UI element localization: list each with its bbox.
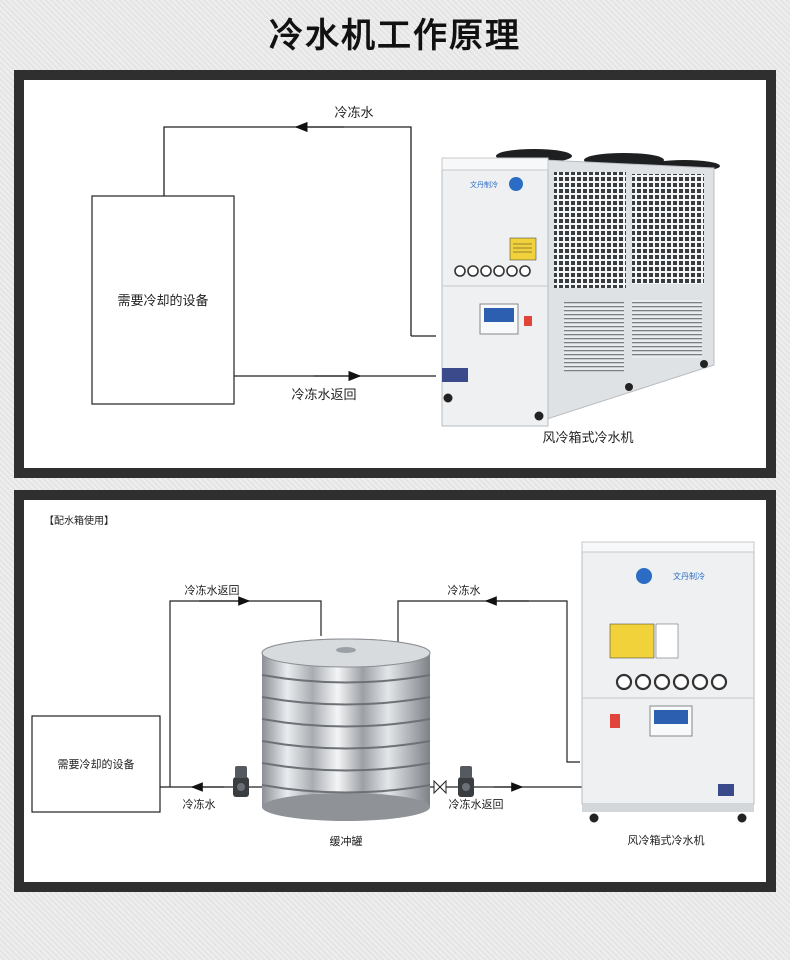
label-chilled-bottom-left: 冷冻水 bbox=[183, 797, 216, 811]
label-chilled-water-return: 冷冻水返回 bbox=[291, 387, 356, 403]
panel-with-water-tank: 【配水箱使用】 需要冷却的设备 冷冻水返回 冷冻水 bbox=[14, 490, 776, 892]
device-label: 需要冷却的设备 bbox=[58, 757, 135, 771]
air-cooled-chiller-small: 文丹制冷 bbox=[581, 541, 755, 823]
label-return-bottom-right: 冷冻水返回 bbox=[449, 797, 504, 811]
pump-icon bbox=[233, 766, 249, 797]
controller-display bbox=[654, 710, 688, 724]
brand-logo-icon bbox=[636, 568, 652, 584]
pressure-gauges bbox=[615, 673, 728, 691]
tank-label: 缓冲罐 bbox=[330, 834, 363, 848]
controller-display bbox=[484, 308, 514, 322]
pressure-gauges bbox=[454, 265, 531, 277]
pipe-chilled-water bbox=[163, 126, 412, 336]
label-chilled-top-right: 冷冻水 bbox=[448, 583, 481, 597]
label-chilled-water: 冷冻水 bbox=[334, 105, 373, 121]
page-title: 冷水机工作原理 bbox=[269, 16, 521, 56]
diagram-with-tank: 需要冷却的设备 冷冻水返回 冷冻水 冷冻水 冷冻水返回 bbox=[31, 541, 755, 848]
panel-tag: 【配水箱使用】 bbox=[44, 516, 114, 527]
label-return-top-left: 冷冻水返回 bbox=[185, 583, 240, 597]
brand-text: 文丹制冷 bbox=[673, 571, 705, 581]
device-box bbox=[31, 715, 161, 813]
brand-text: 文丹制冷 bbox=[470, 180, 498, 189]
device-label: 需要冷却的设备 bbox=[117, 293, 208, 309]
chiller-caption: 风冷箱式冷水机 bbox=[628, 833, 705, 847]
chiller-caption: 风冷箱式冷水机 bbox=[542, 430, 633, 446]
diagram-basic: 需要冷却的设备 冷冻水 冷冻水返回 文丹制冷 bbox=[91, 105, 720, 446]
pump-icon bbox=[458, 766, 474, 797]
pipe-chilled-top-right bbox=[397, 600, 580, 763]
buffer-tank bbox=[261, 638, 431, 821]
brand-logo-icon bbox=[509, 177, 523, 191]
valve-icon bbox=[433, 779, 447, 795]
air-cooled-chiller-large: 文丹制冷 bbox=[441, 149, 720, 427]
panel-basic-principle: 需要冷却的设备 冷冻水 冷冻水返回 文丹制冷 bbox=[14, 70, 776, 478]
device-box bbox=[91, 195, 235, 405]
